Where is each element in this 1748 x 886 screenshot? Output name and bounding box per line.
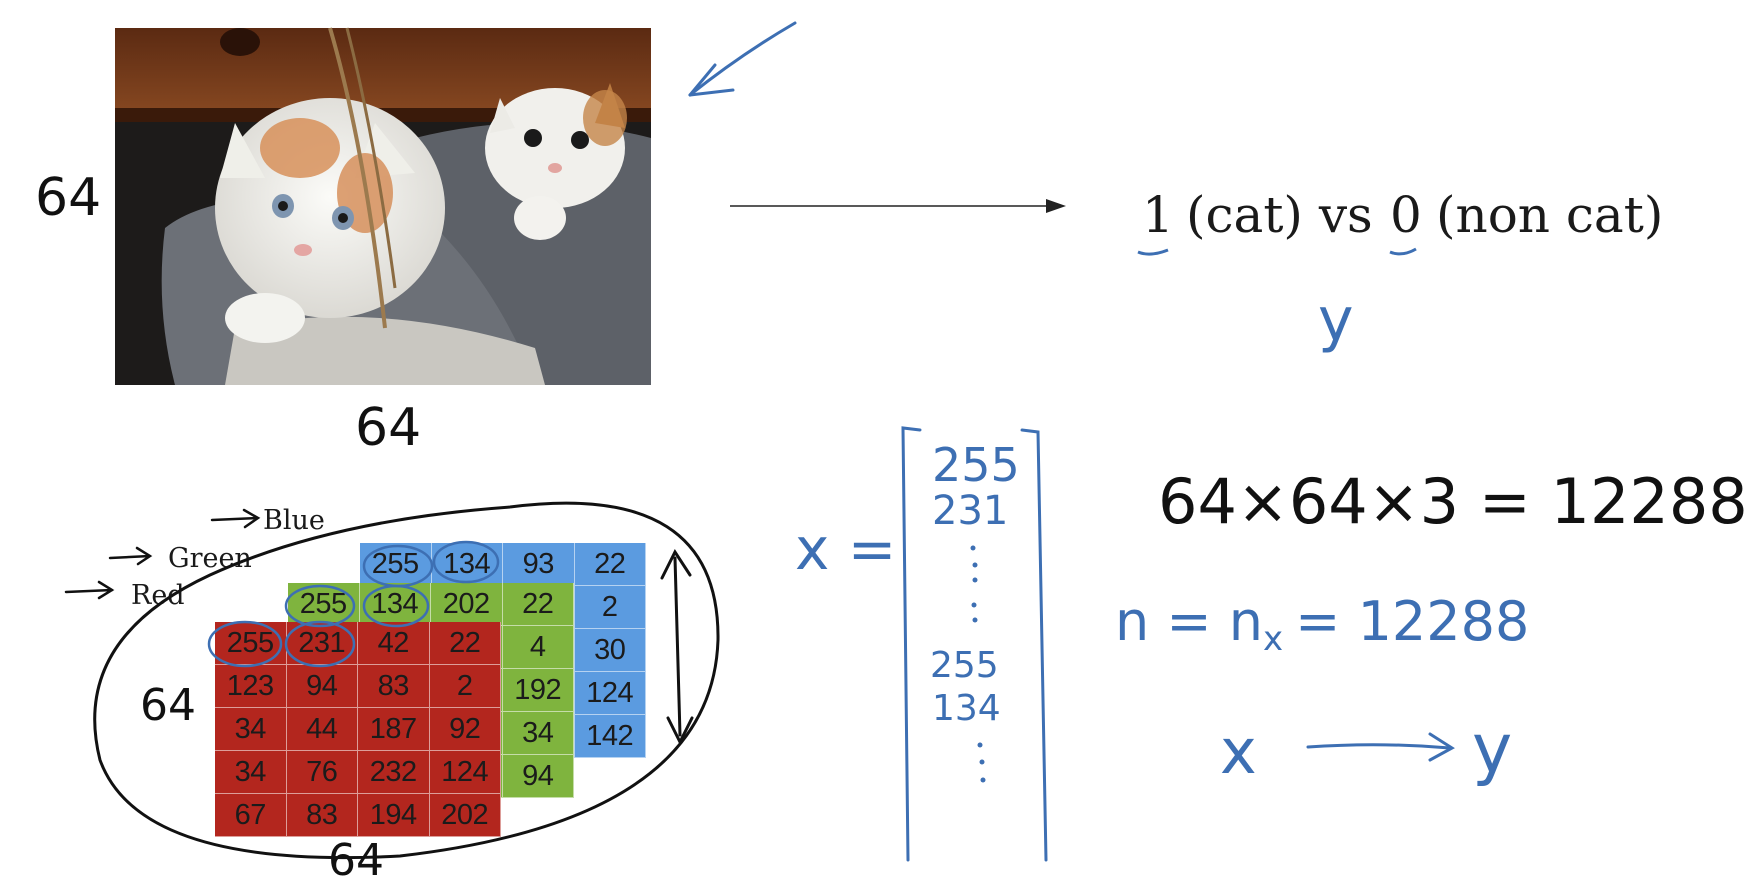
output-zero: 0 — [1390, 186, 1422, 244]
output-noncat-text: (non cat) — [1436, 186, 1664, 244]
n-equation-value: = 12288 — [1295, 590, 1530, 653]
green-matrix-cell: 192 — [502, 669, 574, 712]
red-matrix-cell: 194 — [358, 794, 430, 837]
red-matrix-cell: 34 — [215, 751, 287, 794]
blue-matrix-cell: 124 — [574, 672, 646, 715]
blue-matrix-cell: 142 — [574, 715, 646, 758]
y-label: y — [1318, 285, 1354, 355]
blue-channel-label: Blue — [263, 505, 325, 536]
matrix-bottom-label: 64 — [328, 835, 384, 886]
vector-entry-2: 231 — [932, 488, 1009, 534]
green-matrix-cell: 22 — [502, 583, 574, 626]
green-matrix-cell: 94 — [502, 755, 574, 798]
blue-matrix-cell: 2 — [574, 586, 646, 629]
arrow-head — [1046, 199, 1066, 213]
red-matrix-cell: 22 — [429, 622, 501, 665]
vector-entry-1: 255 — [932, 438, 1020, 492]
cat-photo — [115, 27, 651, 385]
n-equation-lhs: n = n — [1115, 590, 1264, 653]
output-one: 1 — [1142, 186, 1174, 244]
vector-entry-3: 255 — [930, 645, 999, 686]
red-matrix-cell: 83 — [286, 794, 358, 837]
vector-entry-4: 134 — [932, 688, 1001, 729]
cat-photo-illustration — [115, 27, 651, 385]
red-matrix-cell: 44 — [286, 708, 358, 751]
red-matrix-cell: 123 — [215, 665, 287, 708]
photo-height-label: 64 — [35, 168, 102, 228]
height-double-arrow — [660, 548, 694, 746]
red-matrix-cell: 76 — [286, 751, 358, 794]
photo-width-label: 64 — [355, 398, 422, 458]
n-subscript: x — [1263, 619, 1284, 659]
output-cat-text: (cat) vs — [1186, 186, 1373, 244]
mapping-x: x — [1220, 715, 1257, 788]
red-matrix-cell: 231 — [286, 622, 358, 665]
red-matrix-cell: 42 — [358, 622, 430, 665]
dims-equation: 64×64×3 = 12288 — [1158, 465, 1748, 538]
green-matrix-cell: 4 — [502, 626, 574, 669]
red-matrix-cell: 202 — [429, 794, 501, 837]
volume-loop — [93, 501, 720, 860]
red-matrix-cell: 92 — [429, 708, 501, 751]
blue-matrix-cell: 30 — [574, 629, 646, 672]
green-matrix-cell: 34 — [502, 712, 574, 755]
mapping-y: y — [1472, 710, 1513, 789]
red-matrix-cell: 187 — [358, 708, 430, 751]
underline-one — [1137, 248, 1169, 256]
red-matrix-cell: 94 — [286, 665, 358, 708]
red-matrix-cell: 232 — [358, 751, 430, 794]
vector-brackets — [901, 426, 1048, 862]
channel-arrows — [64, 508, 261, 600]
underline-zero — [1389, 247, 1417, 256]
n-equation: n = nx = 12288 — [1115, 590, 1529, 659]
red-matrix-cell: 2 — [429, 665, 501, 708]
ink-annotations — [64, 21, 1455, 862]
red-matrix-cell: 124 — [429, 751, 501, 794]
red-matrix-cell: 34 — [215, 708, 287, 751]
matrix-side-label: 64 — [140, 680, 196, 731]
blue-matrix-cell: 22 — [574, 543, 646, 586]
x-equals: x = — [795, 515, 897, 583]
green-channel-label: Green — [168, 543, 252, 574]
value-circles — [207, 540, 500, 668]
vector-ellipsis — [970, 545, 986, 783]
red-matrix-cell: 83 — [358, 665, 430, 708]
pointer-arrow — [688, 21, 797, 97]
blue-matrix-cell: 93 — [503, 543, 575, 586]
mapping-arrow — [1306, 732, 1455, 762]
red-matrix-cell: 67 — [215, 794, 287, 837]
